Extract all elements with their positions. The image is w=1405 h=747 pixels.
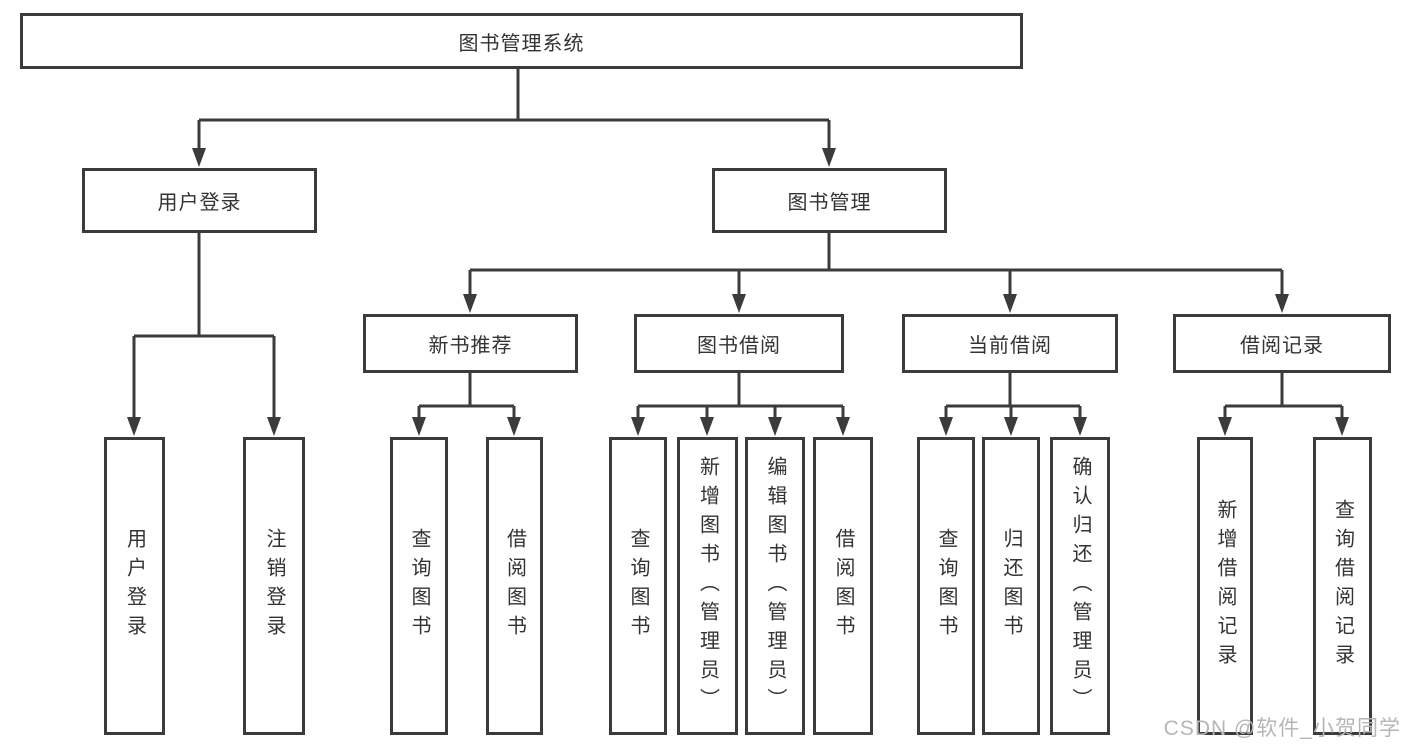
node-label: 借阅记录 — [1240, 335, 1324, 357]
node-label: 借阅图书 — [832, 528, 854, 644]
node-library-system-root: 图书管理系统 — [20, 13, 1023, 69]
node-label: 新增图书（管理员） — [696, 455, 719, 717]
connector-book-borrow-children — [631, 373, 850, 436]
node-label: 确认归还（管理员） — [1069, 455, 1091, 717]
node-label: 当前借阅 — [968, 335, 1052, 357]
node-label: 注销登录 — [263, 528, 285, 644]
connector-new-book-rec-children — [412, 373, 521, 436]
node-borrow-records: 借阅记录 — [1173, 314, 1391, 373]
node-label: 查询图书 — [627, 528, 649, 644]
leaf-return-book: 归还图书 — [982, 437, 1040, 735]
connector-user-login-children — [127, 233, 281, 436]
connector-book-mgmt-children — [463, 233, 1289, 313]
node-new-book-recommend: 新书推荐 — [363, 314, 578, 373]
node-label: 归还图书 — [1000, 528, 1022, 644]
node-label: 用户登录 — [157, 192, 242, 214]
node-current-borrowing: 当前借阅 — [902, 314, 1118, 373]
leaf-confirm-return-admin: 确认归还（管理员） — [1050, 437, 1110, 735]
leaf-query-book-borrow: 查询图书 — [609, 437, 667, 735]
node-user-login: 用户登录 — [82, 168, 317, 233]
node-label: 新书推荐 — [428, 335, 513, 357]
connector-current-borrow-children — [939, 373, 1087, 436]
connector-borrow-records-children — [1218, 373, 1349, 436]
node-label: 查询图书 — [408, 528, 430, 644]
leaf-query-book-current: 查询图书 — [917, 437, 975, 735]
node-book-borrowing: 图书借阅 — [634, 314, 844, 373]
node-label: 图书管理 — [787, 192, 872, 214]
leaf-query-borrow-record: 查询借阅记录 — [1313, 437, 1372, 735]
node-label: 用户登录 — [123, 528, 146, 644]
leaf-query-book-rec: 查询图书 — [390, 437, 448, 735]
node-label: 图书借阅 — [697, 335, 781, 357]
leaf-user-login: 用户登录 — [104, 437, 165, 735]
connector-root-to-level2 — [192, 69, 836, 167]
node-label: 查询借阅记录 — [1331, 499, 1354, 673]
node-label: 新增借阅记录 — [1214, 499, 1236, 673]
leaf-borrow-book-rec: 借阅图书 — [486, 437, 543, 735]
node-label: 借阅图书 — [503, 528, 526, 644]
node-label: 编辑图书（管理员） — [764, 455, 786, 717]
leaf-borrow-book: 借阅图书 — [813, 437, 873, 735]
node-label: 图书管理系统 — [458, 32, 585, 55]
leaf-edit-book-admin: 编辑图书（管理员） — [745, 437, 805, 735]
leaf-add-borrow-record: 新增借阅记录 — [1197, 437, 1253, 735]
node-label: 查询图书 — [935, 528, 957, 644]
node-book-management: 图书管理 — [712, 168, 947, 233]
leaf-add-book-admin: 新增图书（管理员） — [677, 437, 738, 735]
leaf-logout: 注销登录 — [243, 437, 305, 735]
